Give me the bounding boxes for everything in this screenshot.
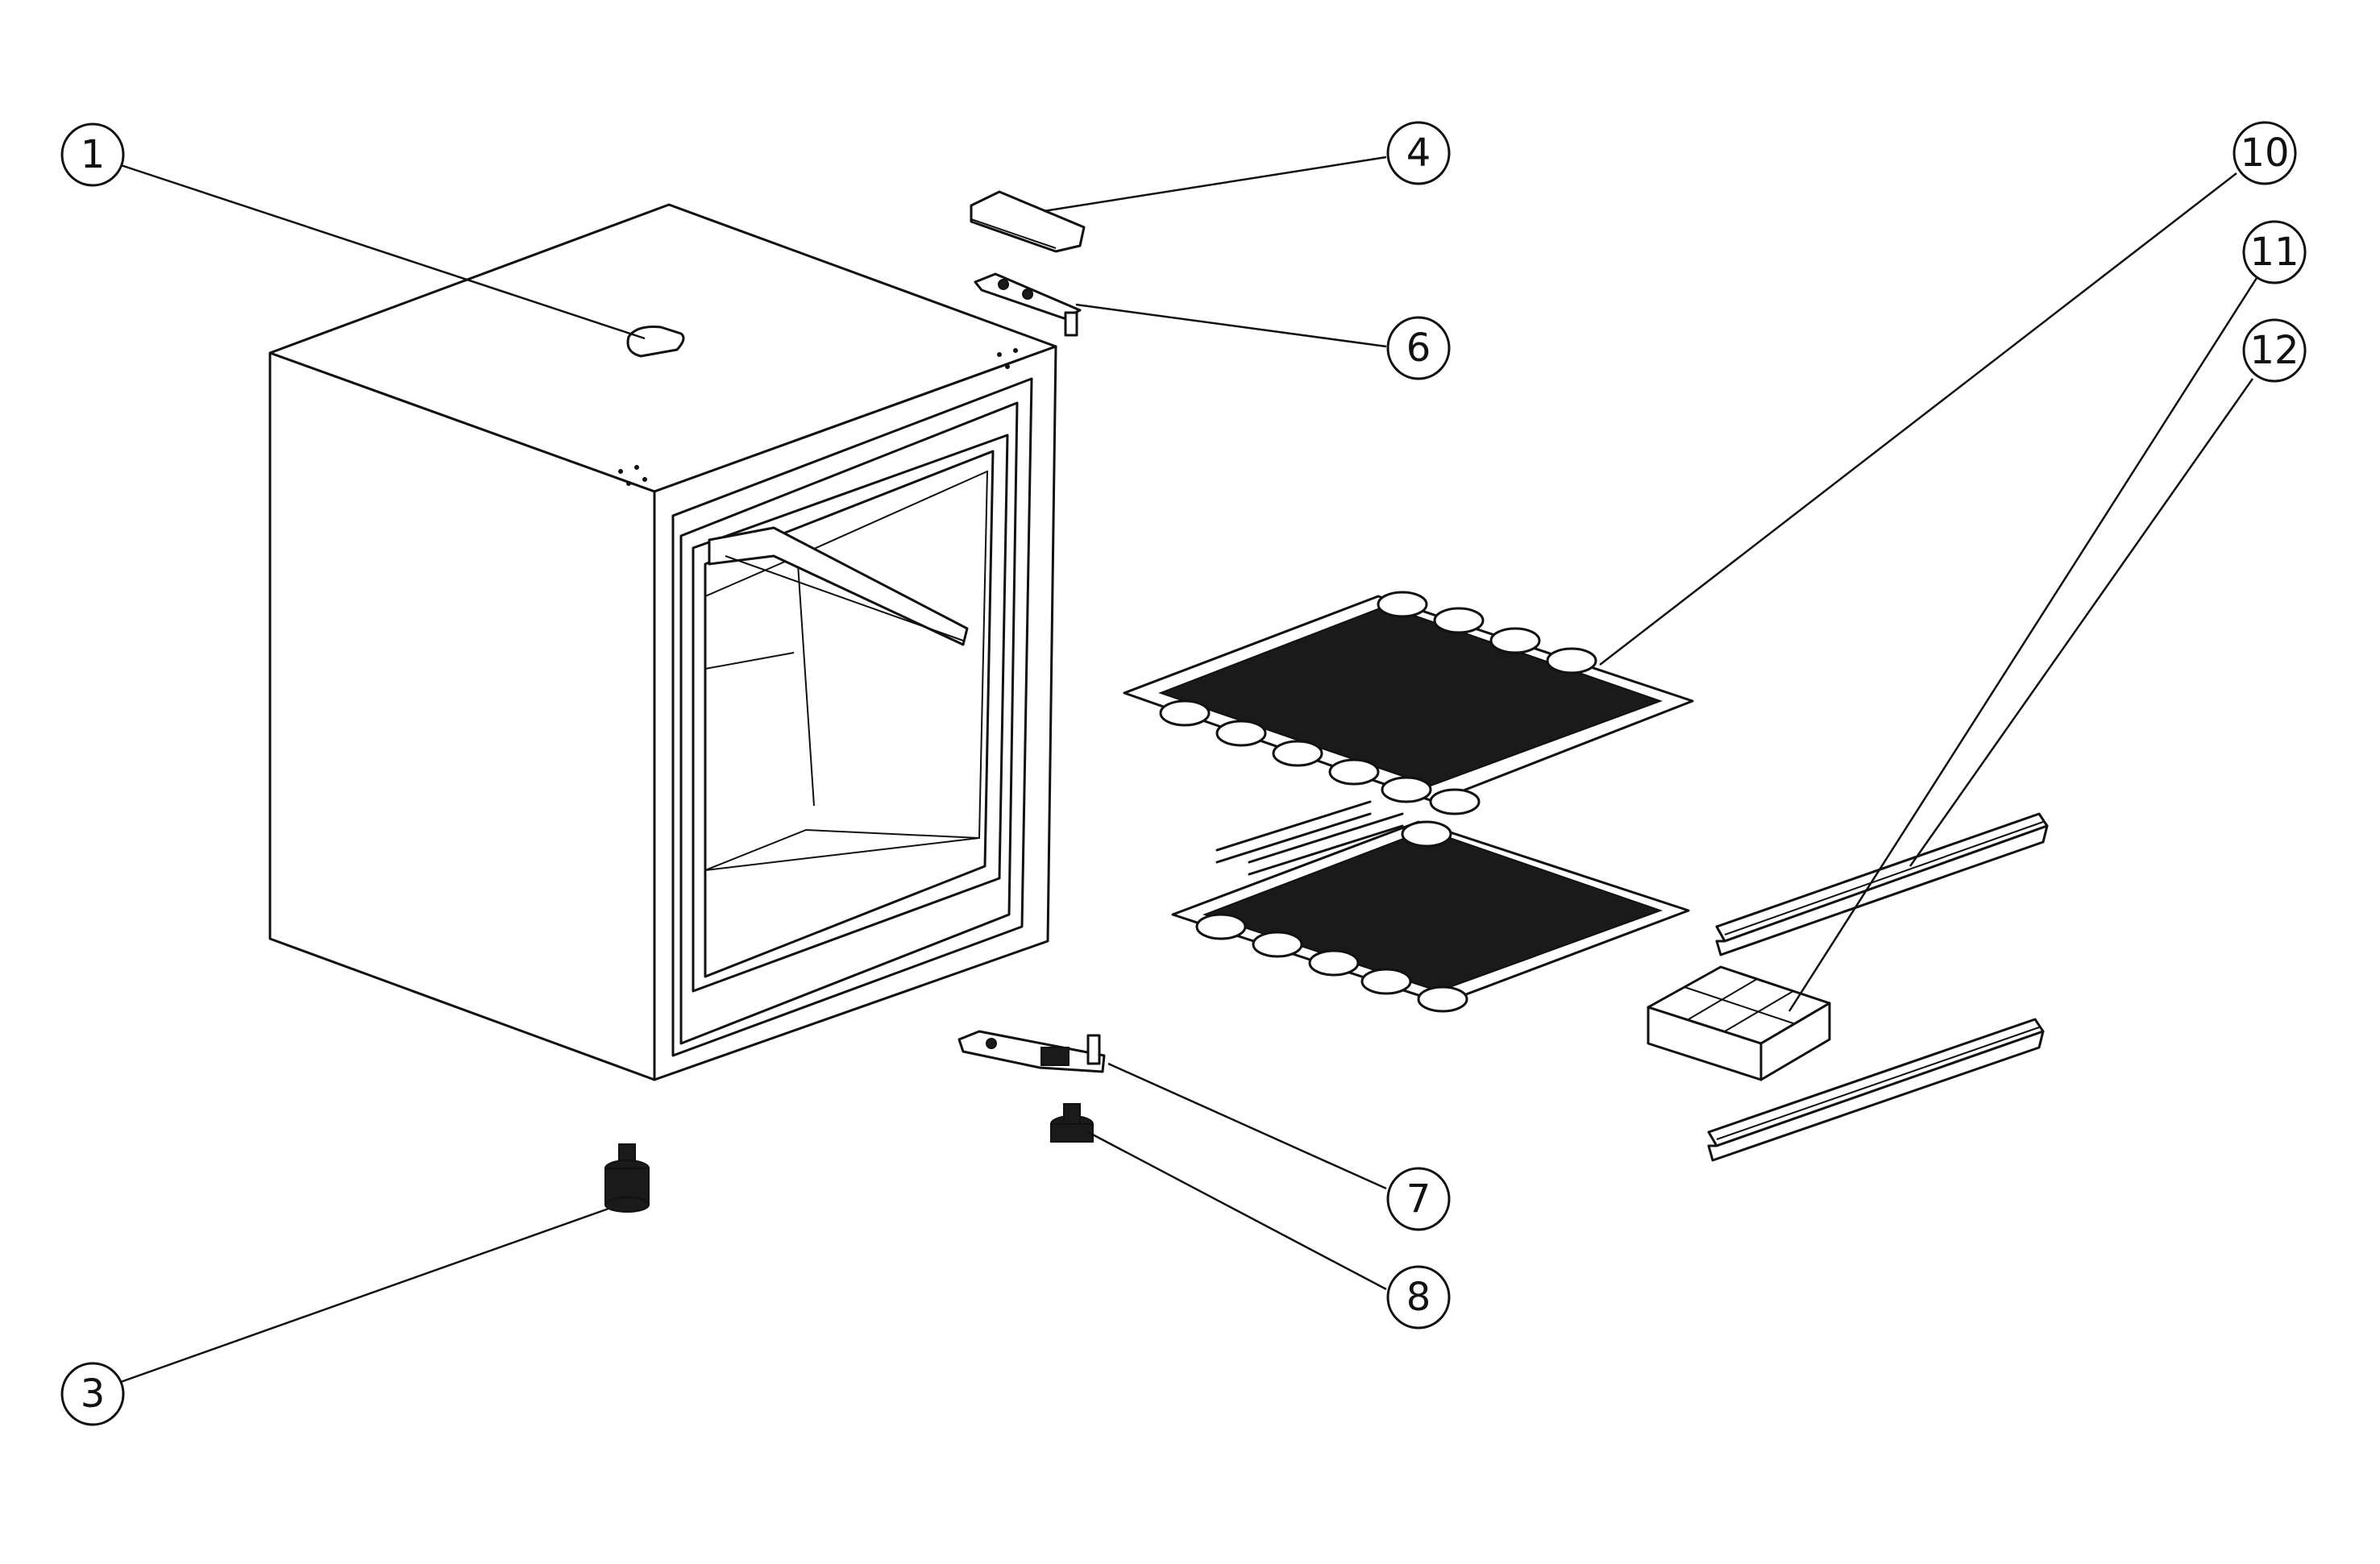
shelf-rail-upper-part — [1715, 812, 2049, 956]
leader-4 — [1043, 156, 1387, 213]
lower-coil-loops — [1195, 820, 1468, 1013]
callout-12: 12 — [2242, 318, 2307, 383]
callout-3: 3 — [60, 1362, 125, 1426]
callout-10: 10 — [2233, 121, 2297, 185]
leader-3 — [120, 1207, 609, 1384]
callout-4: 4 — [1386, 121, 1451, 185]
leader-7 — [1107, 1062, 1387, 1190]
evaporator-part — [1123, 591, 1694, 1013]
upper-coil-loops — [1159, 591, 1597, 815]
bottom-hinge-part — [957, 1030, 1106, 1073]
leader-lines — [120, 156, 2258, 1384]
ice-tray-part — [1647, 965, 1831, 1081]
leader-11 — [1788, 277, 2258, 1012]
svg-text:4: 4 — [1406, 131, 1431, 176]
shelf-rail-lower-part — [1707, 1018, 2045, 1162]
hinge-cover-part — [970, 190, 1086, 253]
svg-text:8: 8 — [1406, 1275, 1431, 1320]
leader-8 — [1087, 1130, 1387, 1291]
top-hinge-part — [974, 272, 1082, 337]
svg-text:10: 10 — [2240, 131, 2289, 176]
callout-7: 7 — [1386, 1167, 1451, 1231]
svg-text:7: 7 — [1406, 1176, 1431, 1222]
leveling-foot-right-part — [1050, 1103, 1094, 1143]
leader-12 — [1909, 378, 2254, 867]
svg-text:1: 1 — [81, 132, 106, 177]
leader-10 — [1599, 172, 2237, 666]
svg-text:3: 3 — [81, 1371, 106, 1417]
callout-1: 1 — [60, 122, 125, 187]
svg-text:6: 6 — [1406, 326, 1431, 371]
svg-text:12: 12 — [2249, 328, 2299, 373]
leader-6 — [1075, 303, 1387, 348]
callout-6: 6 — [1386, 316, 1451, 380]
callout-11: 11 — [2242, 220, 2307, 284]
leveling-foot-left-part — [604, 1143, 650, 1213]
callout-8: 8 — [1386, 1265, 1451, 1330]
leader-1 — [120, 164, 646, 340]
svg-text:11: 11 — [2249, 230, 2299, 275]
refrigerator-cabinet — [268, 203, 1057, 1081]
